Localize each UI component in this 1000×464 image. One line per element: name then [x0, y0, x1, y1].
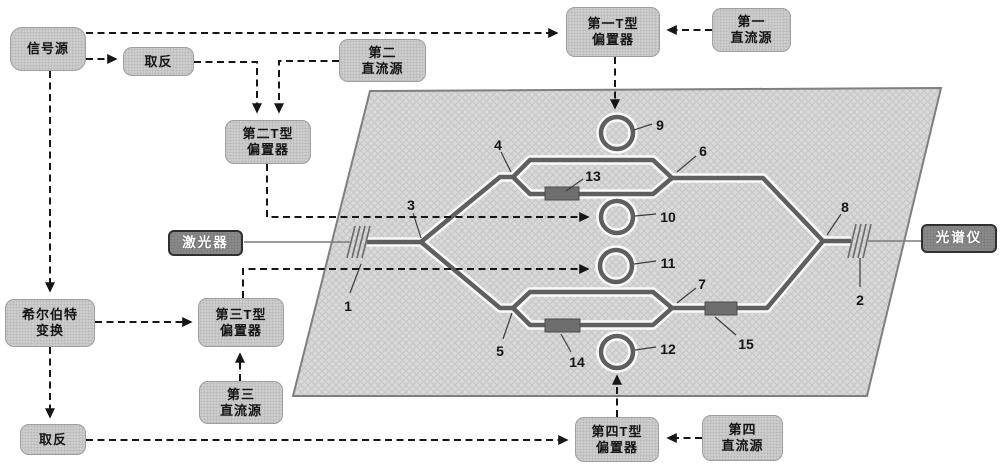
electrode-15 — [704, 301, 738, 316]
dc-source-4-block: 第四 直流源 — [702, 415, 783, 461]
link-invert-top-to-tbias2 — [194, 61, 262, 114]
invert-top-label: 取反 — [144, 53, 173, 69]
signal-source-block: 信号源 — [10, 27, 86, 71]
label-15: 15 — [738, 336, 754, 352]
leader-lines — [349, 123, 861, 353]
upper-output-arm — [672, 175, 825, 243]
lower-branch — [419, 240, 513, 311]
t-bias-4-label-line1: 第四T型 — [591, 423, 643, 439]
dc-source-4-label-line1: 第四 — [728, 422, 757, 438]
dc-source-3-label-line2: 直流源 — [219, 402, 262, 418]
lower-mzi-top-arm — [511, 289, 674, 310]
ring-resonator-10 — [598, 198, 636, 236]
label-6: 6 — [699, 143, 707, 159]
t-bias-4-label-line2: 偏置器 — [595, 439, 638, 455]
t-bias-1-label-line2: 偏置器 — [591, 32, 634, 47]
t-bias-4-block: 第四T型 偏置器 — [575, 417, 659, 462]
spectrometer-block: 光谱仪 — [921, 224, 997, 253]
signal-source-label: 信号源 — [26, 41, 69, 57]
chip-substrate — [291, 86, 943, 397]
dc-source-1-label-line1: 第一 — [737, 14, 766, 30]
dc-source-2-block: 第二 直流源 — [339, 39, 426, 82]
dc-source-2-label-line1: 第二 — [368, 44, 397, 60]
electrode-14 — [544, 318, 581, 333]
upper-mzi-top-arm — [511, 157, 674, 180]
dc-source-3-label-line1: 第三 — [226, 386, 255, 402]
label-4: 4 — [494, 137, 502, 153]
component-numbers: 1 2 3 4 5 6 7 8 9 10 11 12 13 14 15 — [344, 117, 864, 370]
link-dc2-to-tbias2 — [274, 60, 339, 114]
t-bias-3-label-line2: 偏置器 — [219, 322, 262, 338]
hilbert-transform-block: 希尔伯特 变换 — [5, 299, 95, 347]
t-bias-3-label-line1: 第三T型 — [215, 306, 267, 322]
upper-mzi-bottom-arm — [511, 175, 674, 197]
t-bias-2-block: 第二T型 偏置器 — [225, 120, 311, 164]
label-11: 11 — [661, 255, 676, 271]
laser-block: 激光器 — [168, 230, 243, 256]
waveguides — [367, 157, 851, 328]
label-10: 10 — [660, 209, 676, 225]
hilbert-label-line2: 变换 — [35, 323, 64, 338]
invert-top-block: 取反 — [123, 47, 194, 76]
label-8: 8 — [841, 199, 849, 215]
lower-output-arm — [672, 239, 825, 311]
electrodes — [544, 186, 738, 333]
ring-resonator-12 — [598, 333, 636, 371]
electrical-links — [45, 25, 712, 445]
electrode-13 — [544, 186, 580, 201]
dc-source-4-label-line2: 直流源 — [721, 438, 764, 453]
label-12: 12 — [660, 341, 676, 357]
label-13: 13 — [585, 168, 601, 184]
hilbert-label-line1: 希尔伯特 — [21, 307, 78, 323]
lower-mzi-bottom-arm — [511, 306, 674, 328]
ring-resonator-11 — [597, 247, 635, 285]
t-bias-3-block: 第三T型 偏置器 — [198, 298, 284, 347]
ring-resonator-9 — [598, 114, 636, 152]
output-fiber-icon — [847, 223, 872, 259]
t-bias-2-label-line1: 第二T型 — [242, 126, 294, 142]
link-tbias3-to-ring11 — [242, 264, 590, 298]
t-bias-1-label-line1: 第一T型 — [587, 16, 639, 32]
spectrometer-label: 光谱仪 — [935, 230, 983, 246]
dc-source-1-block: 第一 直流源 — [712, 8, 791, 52]
dc-source-2-label-line2: 直流源 — [361, 60, 404, 76]
upper-branch — [419, 174, 513, 244]
label-14: 14 — [569, 354, 585, 370]
invert-bottom-label: 取反 — [38, 431, 67, 447]
dc-source-3-block: 第三 直流源 — [199, 381, 283, 424]
label-2: 2 — [856, 292, 864, 308]
t-bias-2-label-line2: 偏置器 — [246, 142, 289, 157]
label-3: 3 — [407, 197, 415, 213]
dc-source-1-label-line2: 直流源 — [730, 30, 773, 45]
label-9: 9 — [656, 117, 664, 133]
link-tbias2-to-ring10 — [266, 164, 590, 222]
label-5: 5 — [496, 343, 504, 359]
invert-bottom-block: 取反 — [20, 424, 86, 455]
ring-resonators — [597, 114, 636, 371]
label-7: 7 — [698, 276, 706, 292]
label-1: 1 — [344, 298, 352, 314]
laser-label: 激光器 — [182, 234, 229, 250]
t-bias-1-block: 第一T型 偏置器 — [566, 7, 660, 57]
fiber-leads — [244, 240, 921, 243]
